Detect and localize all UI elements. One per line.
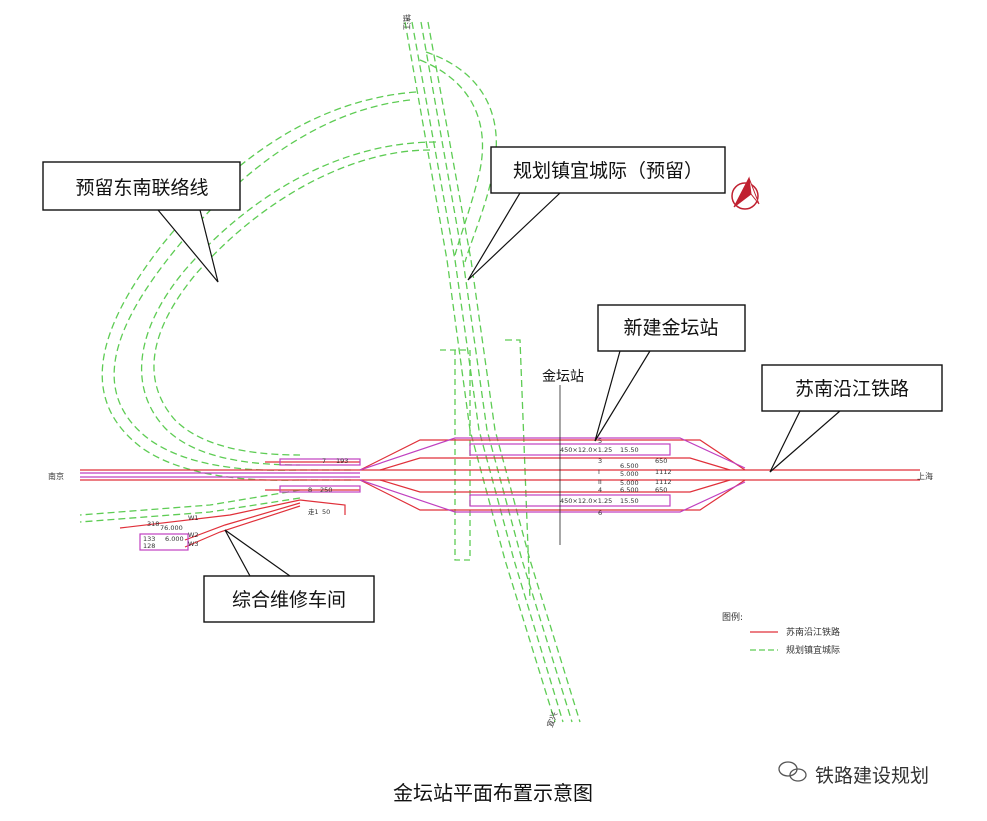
platform-lower-spec: 450×12.0×1.25 bbox=[560, 497, 612, 505]
watermark: 铁路建设规划 bbox=[778, 761, 929, 787]
track-dist: 5.000 bbox=[620, 470, 639, 478]
yard-track: 走1 bbox=[308, 508, 319, 516]
yard-track: 8 bbox=[308, 486, 312, 494]
figure-caption: 金坛站平面布置示意图 bbox=[393, 781, 593, 805]
track-labels: 450×12.0×1.25 15.50 450×12.0×1.25 15.50 … bbox=[143, 437, 672, 550]
depot-value: 6.000 bbox=[165, 535, 184, 543]
yard-track-len: 250 bbox=[320, 486, 332, 494]
track-label: 3 bbox=[598, 457, 602, 465]
callout-maintenance-text: 综合维修车间 bbox=[232, 589, 346, 611]
depot-value: W3 bbox=[188, 540, 199, 548]
track-dist: 6.500 bbox=[620, 486, 639, 494]
track-label: 4 bbox=[598, 486, 602, 494]
callout-sunan-text: 苏南沿江铁路 bbox=[795, 378, 909, 400]
track-extra: 650 bbox=[655, 486, 667, 494]
callout-zhenxuan: 规划镇宜城际（预留） bbox=[467, 146, 726, 281]
callout-maintenance: 综合维修车间 bbox=[203, 529, 375, 623]
wechat-icon bbox=[778, 761, 807, 782]
depot-value: 318 bbox=[147, 520, 159, 528]
track-label: II bbox=[598, 478, 602, 486]
track-extra: 1112 bbox=[655, 468, 672, 476]
depot-value: 76.000 bbox=[160, 524, 183, 532]
track-dist: 6.500 bbox=[620, 462, 639, 470]
depot-value: 128 bbox=[143, 542, 155, 550]
track-label: 6 bbox=[598, 509, 602, 517]
platform-lower-len: 15.50 bbox=[620, 497, 639, 505]
sunan-railway-lines bbox=[80, 439, 920, 548]
depot-value: W2 bbox=[188, 531, 199, 539]
legend-item-sunan: 苏南沿江铁路 bbox=[786, 626, 840, 638]
track-label: I bbox=[598, 468, 600, 476]
platform-upper-len: 15.50 bbox=[620, 446, 639, 454]
legend-item-zhenxuan: 规划镇宜城际 bbox=[786, 644, 840, 656]
track-extra: 1112 bbox=[655, 478, 672, 486]
direction-east: 上海 bbox=[917, 471, 933, 481]
callout-southeast-link: 预留东南联络线 bbox=[42, 161, 241, 283]
callout-southeast-link-text: 预留东南联络线 bbox=[75, 177, 208, 199]
north-arrow-icon bbox=[731, 176, 760, 210]
track-extra: 650 bbox=[655, 457, 667, 465]
depot-value: W1 bbox=[188, 514, 199, 522]
direction-south: 宜兴 bbox=[544, 710, 559, 728]
yard-track-len: 193 bbox=[336, 457, 348, 465]
platforms bbox=[80, 437, 746, 551]
direction-north: 镇江 bbox=[402, 14, 412, 30]
watermark-text: 铁路建设规划 bbox=[815, 765, 929, 787]
depot-value: 133 bbox=[143, 535, 155, 543]
track-dist: 5.000 bbox=[620, 479, 639, 487]
yard-track: 7 bbox=[322, 457, 326, 465]
track-label: 5 bbox=[598, 437, 602, 445]
legend: 图例: 苏南沿江铁路 规划镇宜城际 bbox=[722, 611, 840, 656]
legend-heading: 图例: bbox=[722, 611, 743, 623]
direction-west: 南京 bbox=[48, 471, 64, 481]
callout-new-station-text: 新建金坛站 bbox=[623, 317, 718, 339]
yard-track-len: 50 bbox=[322, 508, 330, 516]
callout-zhenxuan-text: 规划镇宜城际（预留） bbox=[513, 160, 703, 182]
zhenxuan-intercity-lines bbox=[79, 21, 581, 723]
callout-new-station: 新建金坛站 bbox=[594, 304, 746, 442]
platform-upper-spec: 450×12.0×1.25 bbox=[560, 446, 612, 454]
callout-sunan: 苏南沿江铁路 bbox=[761, 364, 943, 473]
station-label: 金坛站 bbox=[542, 369, 584, 385]
